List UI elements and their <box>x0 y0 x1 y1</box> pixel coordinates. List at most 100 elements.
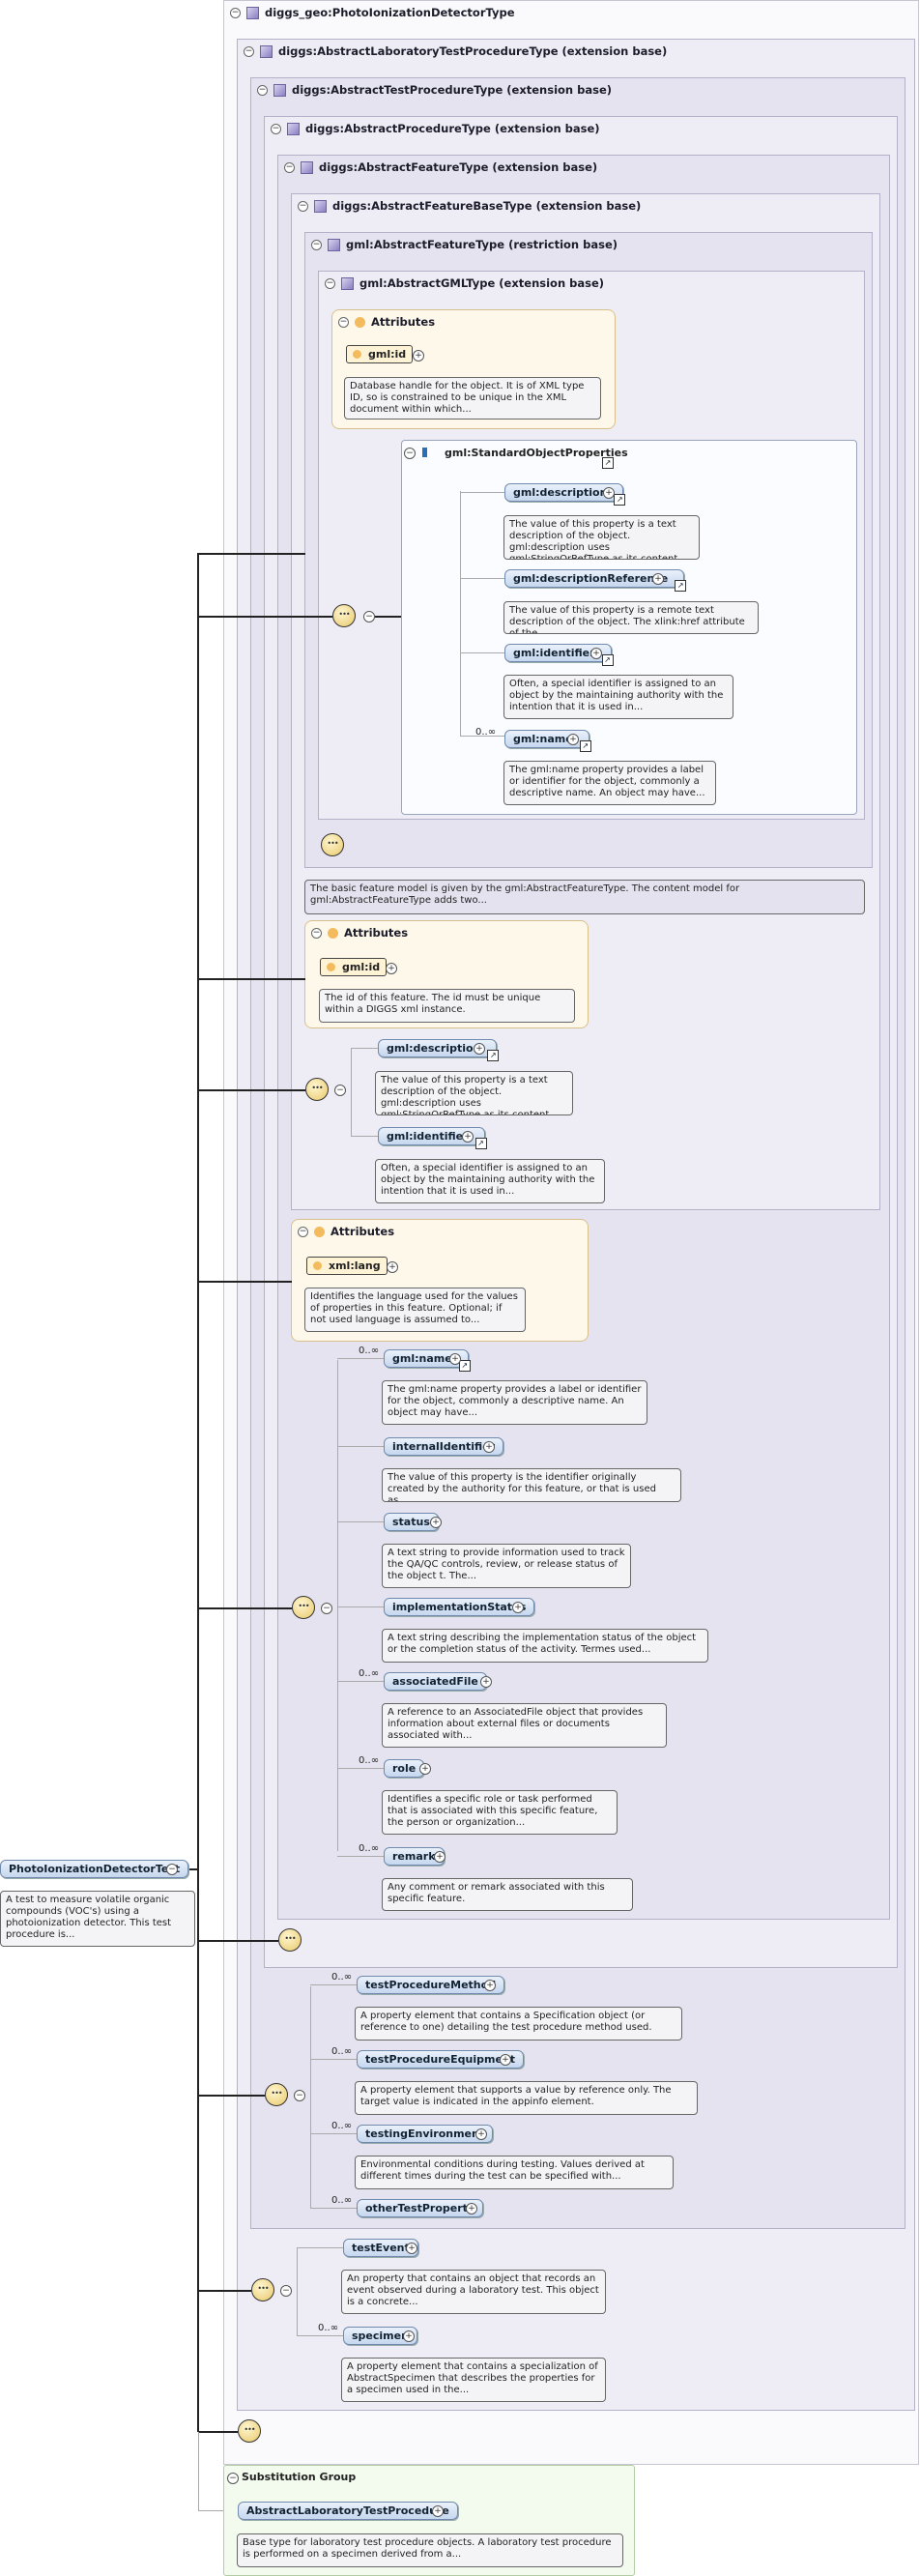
collapse-icon[interactable]: − <box>338 316 349 328</box>
gml-id-attribute[interactable]: gml:id <box>346 345 414 363</box>
element-gml-identifier[interactable]: gml:identifier <box>504 644 614 666</box>
gml-id-attribute[interactable]: gml:id <box>320 958 388 976</box>
element-doc: The value of this property is a remote t… <box>503 601 759 634</box>
sequence-icon[interactable] <box>238 2419 261 2443</box>
expand-icon[interactable]: + <box>462 1131 474 1143</box>
expand-icon[interactable]: + <box>652 573 664 585</box>
attribute-icon <box>328 927 338 939</box>
element-internalidentifier[interactable]: internalIdentifier <box>384 1437 504 1456</box>
collapse-icon[interactable]: − <box>321 1603 332 1614</box>
expand-icon[interactable]: + <box>512 1602 524 1613</box>
type-title: gml:AbstractFeatureType (restriction bas… <box>346 238 618 251</box>
connector <box>337 1856 384 1857</box>
collapse-icon[interactable]: − <box>227 2473 239 2484</box>
expand-icon[interactable]: + <box>434 1851 446 1863</box>
element-gml-description-reference[interactable]: gml:descriptionReference <box>504 569 687 592</box>
substitution-element[interactable]: AbstractLaboratoryTestProcedure <box>238 2502 458 2520</box>
collapse-icon[interactable]: − <box>311 927 322 939</box>
expand-icon[interactable]: + <box>432 2505 444 2517</box>
expand-icon[interactable]: + <box>387 1261 398 1273</box>
element-gml-name[interactable]: gml:name <box>384 1349 471 1372</box>
element-role[interactable]: role <box>384 1759 425 1778</box>
connector <box>460 492 504 493</box>
sequence-icon[interactable] <box>305 1078 329 1101</box>
expand-icon[interactable]: + <box>480 1676 492 1688</box>
collapse-icon[interactable]: − <box>280 2285 292 2297</box>
element-associatedfile[interactable]: associatedFile <box>384 1672 487 1691</box>
collapse-icon[interactable]: − <box>325 277 335 289</box>
collapse-icon[interactable]: − <box>298 1226 308 1237</box>
sequence-icon[interactable] <box>278 1928 302 1952</box>
element-doc: Often, a special identifier is assigned … <box>503 675 733 719</box>
collapse-icon[interactable]: − <box>404 448 416 459</box>
connector <box>337 1768 384 1769</box>
sequence-icon[interactable] <box>292 1596 315 1619</box>
type-annotation: The basic feature model is given by the … <box>304 880 865 914</box>
connector <box>337 1446 384 1447</box>
element-doc: A property element that contains a speci… <box>341 2358 606 2402</box>
connector <box>198 2432 199 2511</box>
collapse-icon[interactable]: − <box>257 84 268 96</box>
trunk-connector <box>197 553 199 2432</box>
element-doc: The value of this property is a text des… <box>503 515 700 560</box>
connector <box>199 553 305 555</box>
element-specimen[interactable]: specimen <box>343 2327 417 2345</box>
connector <box>199 2095 265 2097</box>
element-gml-description[interactable]: gml:description <box>378 1039 500 1061</box>
expand-icon[interactable]: + <box>603 487 615 499</box>
collapse-icon[interactable]: − <box>284 161 295 173</box>
expand-icon[interactable]: + <box>406 2243 417 2254</box>
element-testprocedureequipment[interactable]: testProcedureEquipment <box>357 2050 525 2069</box>
sequence-icon[interactable] <box>265 2083 288 2106</box>
collapse-icon[interactable]: − <box>311 239 322 250</box>
type-header: −diggs:AbstractProcedureType (extension … <box>265 117 600 140</box>
element-testingenvironment[interactable]: testingEnvironment <box>357 2125 494 2143</box>
expand-icon[interactable]: + <box>430 1517 442 1528</box>
collapse-icon[interactable]: − <box>166 1864 178 1875</box>
expand-icon[interactable]: + <box>500 2054 511 2066</box>
type-header: −gml:AbstractGMLType (extension base) <box>319 272 604 295</box>
expand-icon[interactable]: + <box>386 963 397 974</box>
substitution-element-doc: Base type for laboratory test procedure … <box>237 2533 623 2567</box>
expand-icon[interactable]: + <box>484 1980 496 1991</box>
connector <box>375 616 414 618</box>
xml-lang-attribute[interactable]: xml:lang <box>306 1257 388 1275</box>
element-gml-identifier[interactable]: gml:identifier <box>378 1127 487 1149</box>
expand-icon[interactable]: + <box>474 1043 485 1055</box>
element-remark[interactable]: remark <box>384 1847 445 1866</box>
element-testevent[interactable]: testEvent <box>343 2239 418 2257</box>
element-othertestproperty[interactable]: otherTestProperty <box>357 2199 484 2217</box>
complex-type-icon <box>301 160 313 174</box>
sequence-icon[interactable] <box>251 2278 274 2301</box>
collapse-icon[interactable]: − <box>298 200 308 212</box>
expand-icon[interactable]: + <box>483 1441 495 1453</box>
connector <box>351 1136 378 1137</box>
attributes-header: −Attributes <box>311 926 409 940</box>
connector <box>310 2133 357 2134</box>
expand-icon[interactable]: + <box>403 2330 415 2342</box>
element-gml-description[interactable]: gml:description <box>504 483 626 506</box>
collapse-icon[interactable]: − <box>271 123 281 134</box>
collapse-icon[interactable]: − <box>230 7 241 18</box>
expand-icon[interactable]: + <box>413 350 424 362</box>
collapse-icon[interactable]: − <box>244 45 254 57</box>
expand-icon[interactable]: + <box>449 1353 461 1365</box>
sequence-icon[interactable] <box>332 604 356 627</box>
element-status[interactable]: status <box>384 1513 439 1531</box>
expand-icon[interactable]: + <box>466 2203 477 2214</box>
group-title: gml:StandardObjectProperties <box>445 447 628 459</box>
expand-icon[interactable]: + <box>590 648 602 659</box>
expand-icon[interactable]: + <box>475 2128 487 2140</box>
sequence-icon[interactable] <box>321 833 344 856</box>
connector <box>199 616 332 618</box>
expand-icon[interactable]: + <box>567 734 579 745</box>
collapse-icon[interactable]: − <box>363 611 375 622</box>
expand-icon[interactable]: + <box>419 1763 431 1775</box>
element-implementationstatus[interactable]: implementationStatus <box>384 1598 535 1616</box>
element-testproceduremethod[interactable]: testProcedureMethod <box>357 1976 505 1994</box>
cardinality: 0..∞ <box>359 1668 380 1679</box>
collapse-icon[interactable]: − <box>294 2090 305 2101</box>
root-element[interactable]: PhotoIonizationDetectorTest <box>0 1860 189 1878</box>
collapse-icon[interactable]: − <box>334 1085 346 1096</box>
element-doc: The gml:name property provides a label o… <box>382 1380 647 1425</box>
